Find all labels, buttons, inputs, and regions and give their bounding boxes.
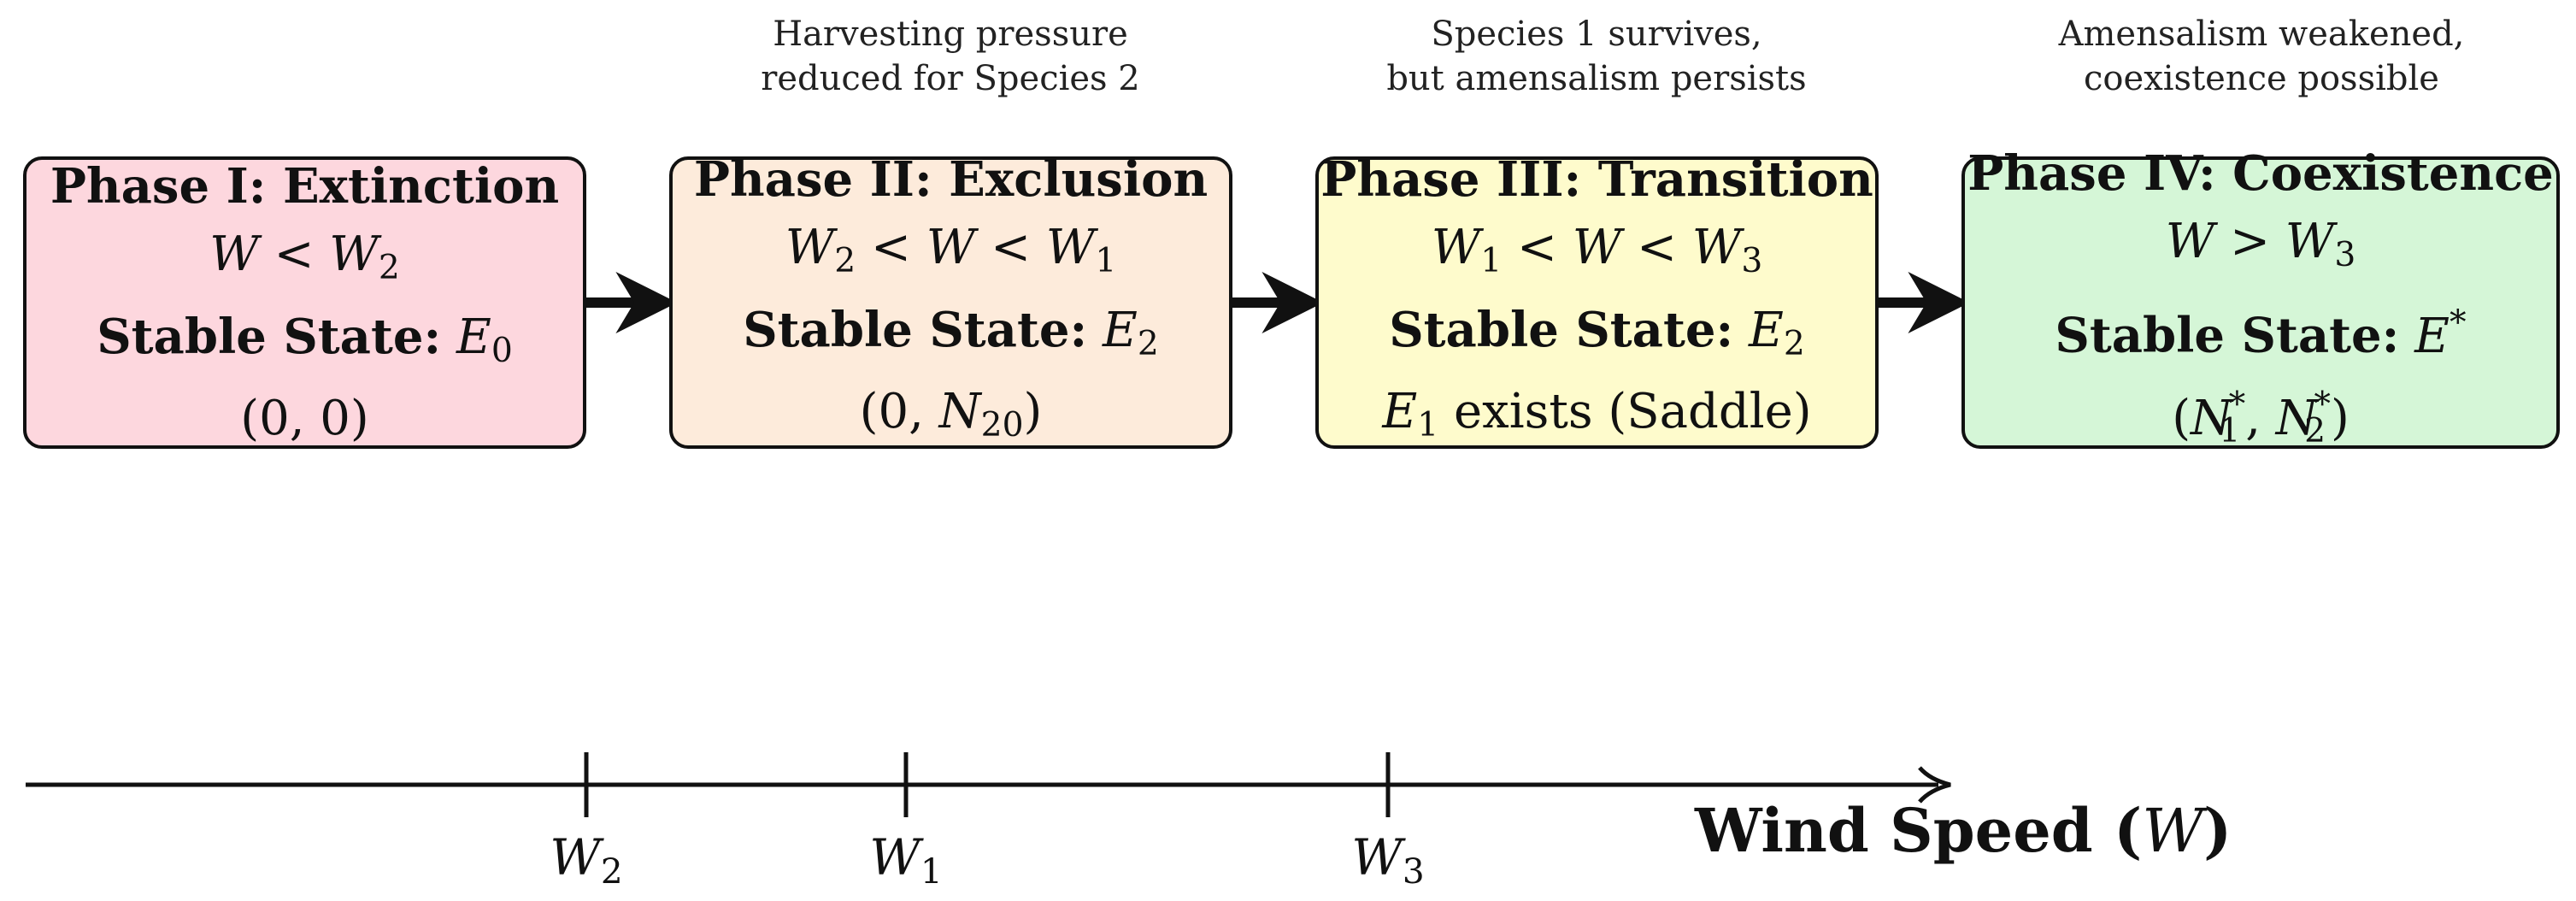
phase-1-equilibrium: (0, 0) xyxy=(240,391,369,447)
annotation-phase-4: Amensalism weakened, coexistence possibl… xyxy=(2058,15,2465,98)
phase-4-box: Phase IV: Coexistence W > W3 Stable Stat… xyxy=(1961,145,2560,450)
phase-4-equilibrium: (N1*, N2*) xyxy=(2172,386,2350,451)
phase-2-stable-label: Stable State: xyxy=(743,301,1088,358)
phase-3-saddle-note: E1 exists (Saddle) xyxy=(1382,384,1812,445)
axis-label: Wind Speed (W) xyxy=(1695,795,2232,866)
tick-label-w1: W1 xyxy=(869,828,943,892)
phase-2-box: Phase II: Exclusion W2 < W < W1 Stable S… xyxy=(669,151,1232,449)
phase-3-title: Phase III: Transition xyxy=(1320,150,1873,208)
phase-3-condition: W1 < W < W3 xyxy=(1431,219,1763,280)
phase-3-stable-state: Stable State: E2 xyxy=(1389,301,1805,363)
phase-2-equilibrium: (0, N20) xyxy=(859,384,1043,445)
phase-1-stable-label: Stable State: xyxy=(97,308,442,365)
phase-3-saddle-text: exists (Saddle) xyxy=(1454,384,1812,440)
phase-1-stable-state: Stable State: E0 xyxy=(97,308,513,370)
phase-4-condition: W > W3 xyxy=(2165,213,2356,274)
phase-4-stable-label: Stable State: xyxy=(2055,308,2400,364)
phase-2-stable-state: Stable State: E2 xyxy=(743,301,1159,363)
phase-1-title: Phase I: Extinction xyxy=(50,157,560,215)
phase-4-title: Phase IV: Coexistence xyxy=(1967,144,2554,202)
phase-3-box: Phase III: Transition W1 < W < W3 Stable… xyxy=(1315,151,1879,449)
phase-2-title: Phase II: Exclusion xyxy=(693,150,1209,208)
phase-1-condition: W < W2 xyxy=(209,226,400,287)
tick-label-w2: W2 xyxy=(550,828,623,892)
axis-arrow-head xyxy=(1918,766,1951,804)
phase-2-condition: W2 < W < W1 xyxy=(785,219,1117,280)
annotation-phase-3: Species 1 survives, but amensalism persi… xyxy=(1386,15,1807,98)
annotation-phase-2: Harvesting pressure reduced for Species … xyxy=(761,15,1140,98)
tick-label-w3: W3 xyxy=(1351,828,1425,892)
phase-3-stable-label: Stable State: xyxy=(1389,301,1734,358)
phase-1-box: Phase I: Extinction W < W2 Stable State:… xyxy=(23,156,586,449)
phase-4-stable-state: Stable State: E* xyxy=(2055,303,2467,364)
